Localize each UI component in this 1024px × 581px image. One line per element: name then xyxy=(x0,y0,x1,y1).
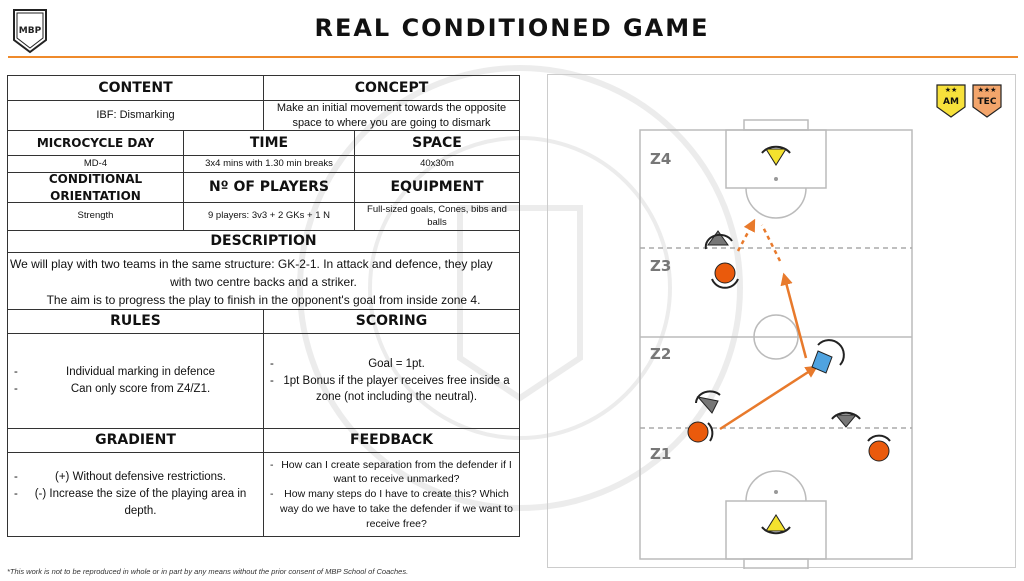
defender-grey-z3 xyxy=(704,230,733,250)
watermark-seal xyxy=(297,65,743,511)
feedback-header: FEEDBACK xyxy=(350,432,433,449)
pass-arrow xyxy=(719,365,819,431)
content-value: IBF: Dismarking xyxy=(8,101,264,130)
page-title: REAL CONDITIONED GAME xyxy=(314,14,710,42)
concept-header: CONCEPT xyxy=(354,79,429,96)
badge-label: AM xyxy=(943,97,959,107)
top-goal xyxy=(743,119,809,131)
rule-item: Can only score from Z4/Z1. xyxy=(14,381,257,398)
top-penalty-arc xyxy=(745,187,807,219)
gradient-item: (+) Without defensive restrictions. xyxy=(14,469,257,486)
microcycle-value: MD-4 xyxy=(8,156,184,172)
scoring-item: 1pt Bonus if the player receives free in… xyxy=(270,373,513,406)
pitch-svg: Z4 Z3 Z2 Z1 xyxy=(639,119,913,569)
scoring-list: Goal = 1pt. 1pt Bonus if the player rece… xyxy=(264,334,519,428)
goalkeeper-bottom xyxy=(761,514,791,535)
space-header: SPACE xyxy=(412,134,462,151)
equipment-header: EQUIPMENT xyxy=(390,179,484,196)
bottom-goal xyxy=(743,558,809,569)
scoring-header: SCORING xyxy=(355,313,428,330)
rules-list: Individual marking in defence Can only s… xyxy=(8,334,264,428)
zone-label-z4: Z4 xyxy=(650,150,671,168)
badge-am: ★★ AM xyxy=(935,83,967,119)
bottom-penalty-arc xyxy=(745,470,807,502)
feedback-item: How many steps do I have to create this?… xyxy=(270,487,513,531)
top-penalty-spot xyxy=(774,177,778,181)
zone-label-z2: Z2 xyxy=(650,345,671,363)
feedback-item: How can I create separation from the def… xyxy=(270,458,513,487)
badge-stars: ★★ xyxy=(944,87,958,94)
description-line-1: We will play with two teams in the same … xyxy=(10,257,493,271)
mbp-logo: MBP xyxy=(13,9,47,54)
level-badges: ★★ AM ★★★ TEC xyxy=(935,83,1003,119)
badge-stars: ★★★ xyxy=(977,87,997,94)
orientation-value: Strength xyxy=(8,203,184,230)
goalkeeper-top xyxy=(761,145,791,166)
session-table: CONTENT CONCEPT IBF: Dismarking Make an … xyxy=(7,75,520,537)
time-header: TIME xyxy=(184,131,355,155)
space-value: 40x30m xyxy=(420,157,454,169)
time-value: 3x4 mins with 1.30 min breaks xyxy=(184,156,355,172)
description-header: DESCRIPTION xyxy=(210,233,317,250)
feedback-list: How can I create separation from the def… xyxy=(264,453,519,536)
copyright-footer: *This work is not to be reproduced in wh… xyxy=(7,567,409,576)
attacker-orange-z1-left xyxy=(687,421,714,443)
pitch-diagram: Z4 Z3 Z2 Z1 xyxy=(547,74,1016,569)
description-line-3: The aim is to progress the play to finis… xyxy=(46,293,481,307)
description-text: We will play with two teams in the same … xyxy=(8,253,519,309)
content-header: CONTENT xyxy=(8,76,264,100)
players-header: Nº OF PLAYERS xyxy=(184,173,355,202)
gradient-header: GRADIENT xyxy=(8,429,264,452)
movement-arrow-dashed xyxy=(760,224,782,262)
microcycle-header: MICROCYCLE DAY xyxy=(8,131,184,155)
scoring-item: Goal = 1pt. xyxy=(270,356,513,373)
attacker-orange-z3 xyxy=(711,262,739,289)
zone-label-z3: Z3 xyxy=(650,257,671,275)
neutral-player-blue xyxy=(811,339,845,374)
svg-text:MBP: MBP xyxy=(19,26,42,36)
gradient-item: (-) Increase the size of the playing are… xyxy=(14,486,257,519)
orientation-header: CONDITIONAL ORIENTATION xyxy=(8,172,184,203)
zone-label-z1: Z1 xyxy=(650,445,671,463)
run-arrow xyxy=(780,272,808,359)
centre-circle xyxy=(753,314,799,360)
description-line-2: with two centre backs and a striker. xyxy=(170,275,357,289)
defender-grey-z1-right xyxy=(831,411,861,428)
rules-header: RULES xyxy=(8,310,264,333)
bottom-penalty-spot xyxy=(774,490,778,494)
gradient-list: (+) Without defensive restrictions. (-) … xyxy=(8,453,264,536)
defender-grey-z1-left xyxy=(695,390,721,414)
title-underline xyxy=(8,56,1018,58)
equipment-value: Full-sized goals, Cones, bibs and balls xyxy=(367,203,507,228)
attacker-orange-z1-right xyxy=(867,434,891,462)
players-value: 9 players: 3v3 + 2 GKs + 1 N xyxy=(184,203,355,230)
pitch-outline xyxy=(639,129,913,560)
rule-item: Individual marking in defence xyxy=(14,364,257,381)
badge-label: TEC xyxy=(977,97,997,107)
badge-tec: ★★★ TEC xyxy=(971,83,1003,119)
dismark-arrow-dashed xyxy=(736,218,756,252)
concept-value: Make an initial movement towards the opp… xyxy=(276,101,507,129)
